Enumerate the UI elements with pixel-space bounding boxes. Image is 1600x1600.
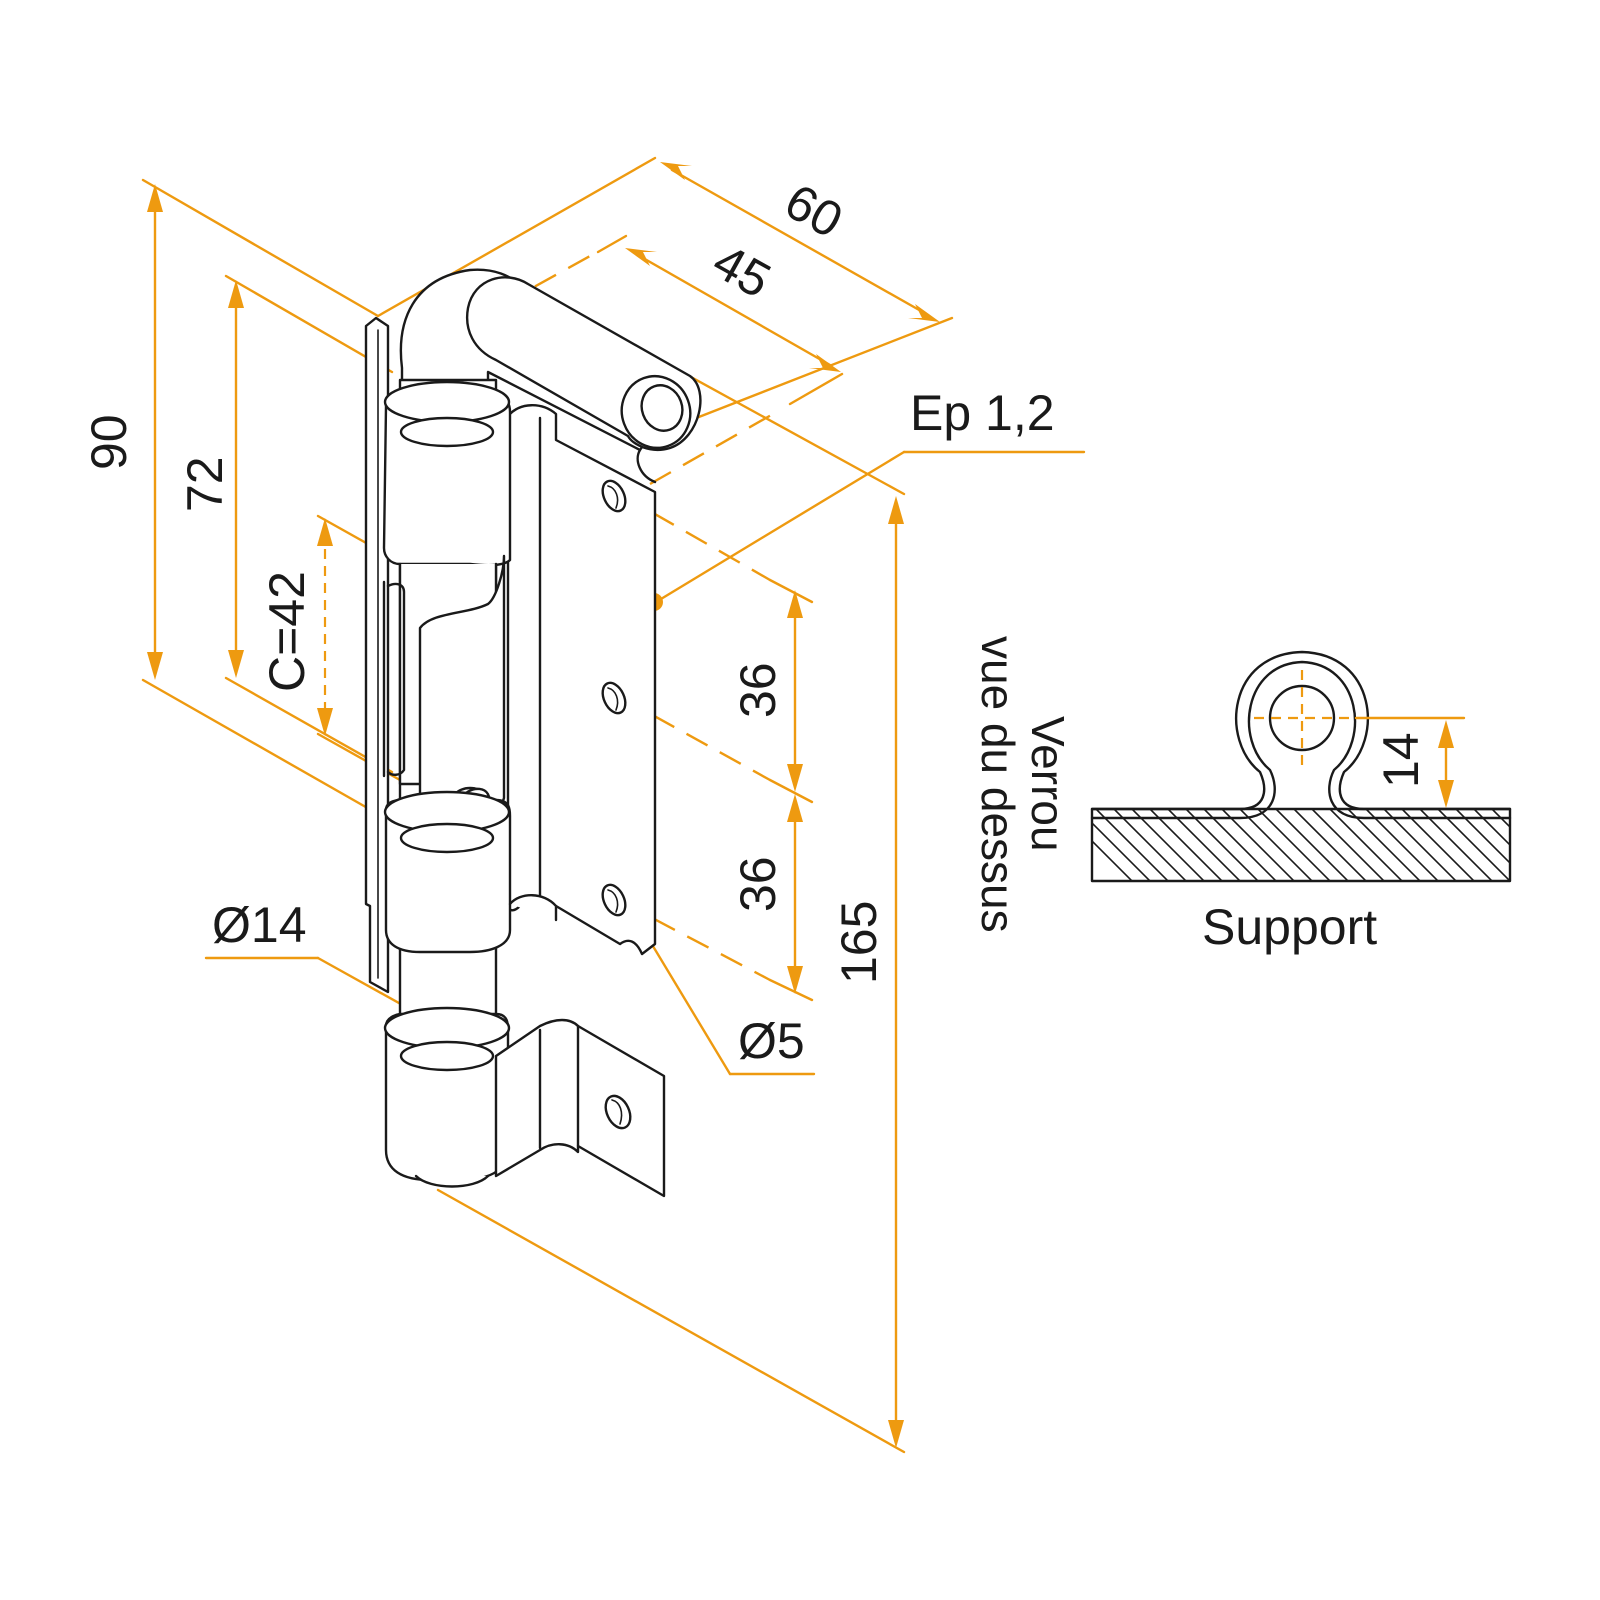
dim-label-45: 45 [704,233,780,309]
plate-holes [601,479,627,917]
dim-label-72: 72 [177,456,233,512]
support-section-view [1090,650,1512,883]
dim-label-hole-diameter: Ø5 [738,1013,805,1069]
dim-label-165: 165 [831,901,887,984]
support-label: Support [1202,899,1377,955]
hatch-pattern [1092,809,1510,881]
dim-label-c42: C=42 [259,571,315,692]
dim-label-diameter-14: Ø14 [212,897,307,953]
dim-label-36-lower: 36 [730,856,786,912]
view-label-verrou: Verrou [1022,716,1074,852]
hinge-part [364,268,702,1198]
dim-label-90: 90 [81,414,137,470]
dim-label-60: 60 [776,173,852,249]
dimension-lines [141,156,1086,1454]
dim-label-thickness: Ep 1,2 [910,385,1055,441]
dim-label-support-14: 14 [1373,732,1429,788]
view-label-vue-du-dessus: vue du dessus [972,636,1024,933]
view-labels: Verrou vue du dessus Support [972,636,1377,955]
dim-label-36-upper: 36 [730,662,786,718]
